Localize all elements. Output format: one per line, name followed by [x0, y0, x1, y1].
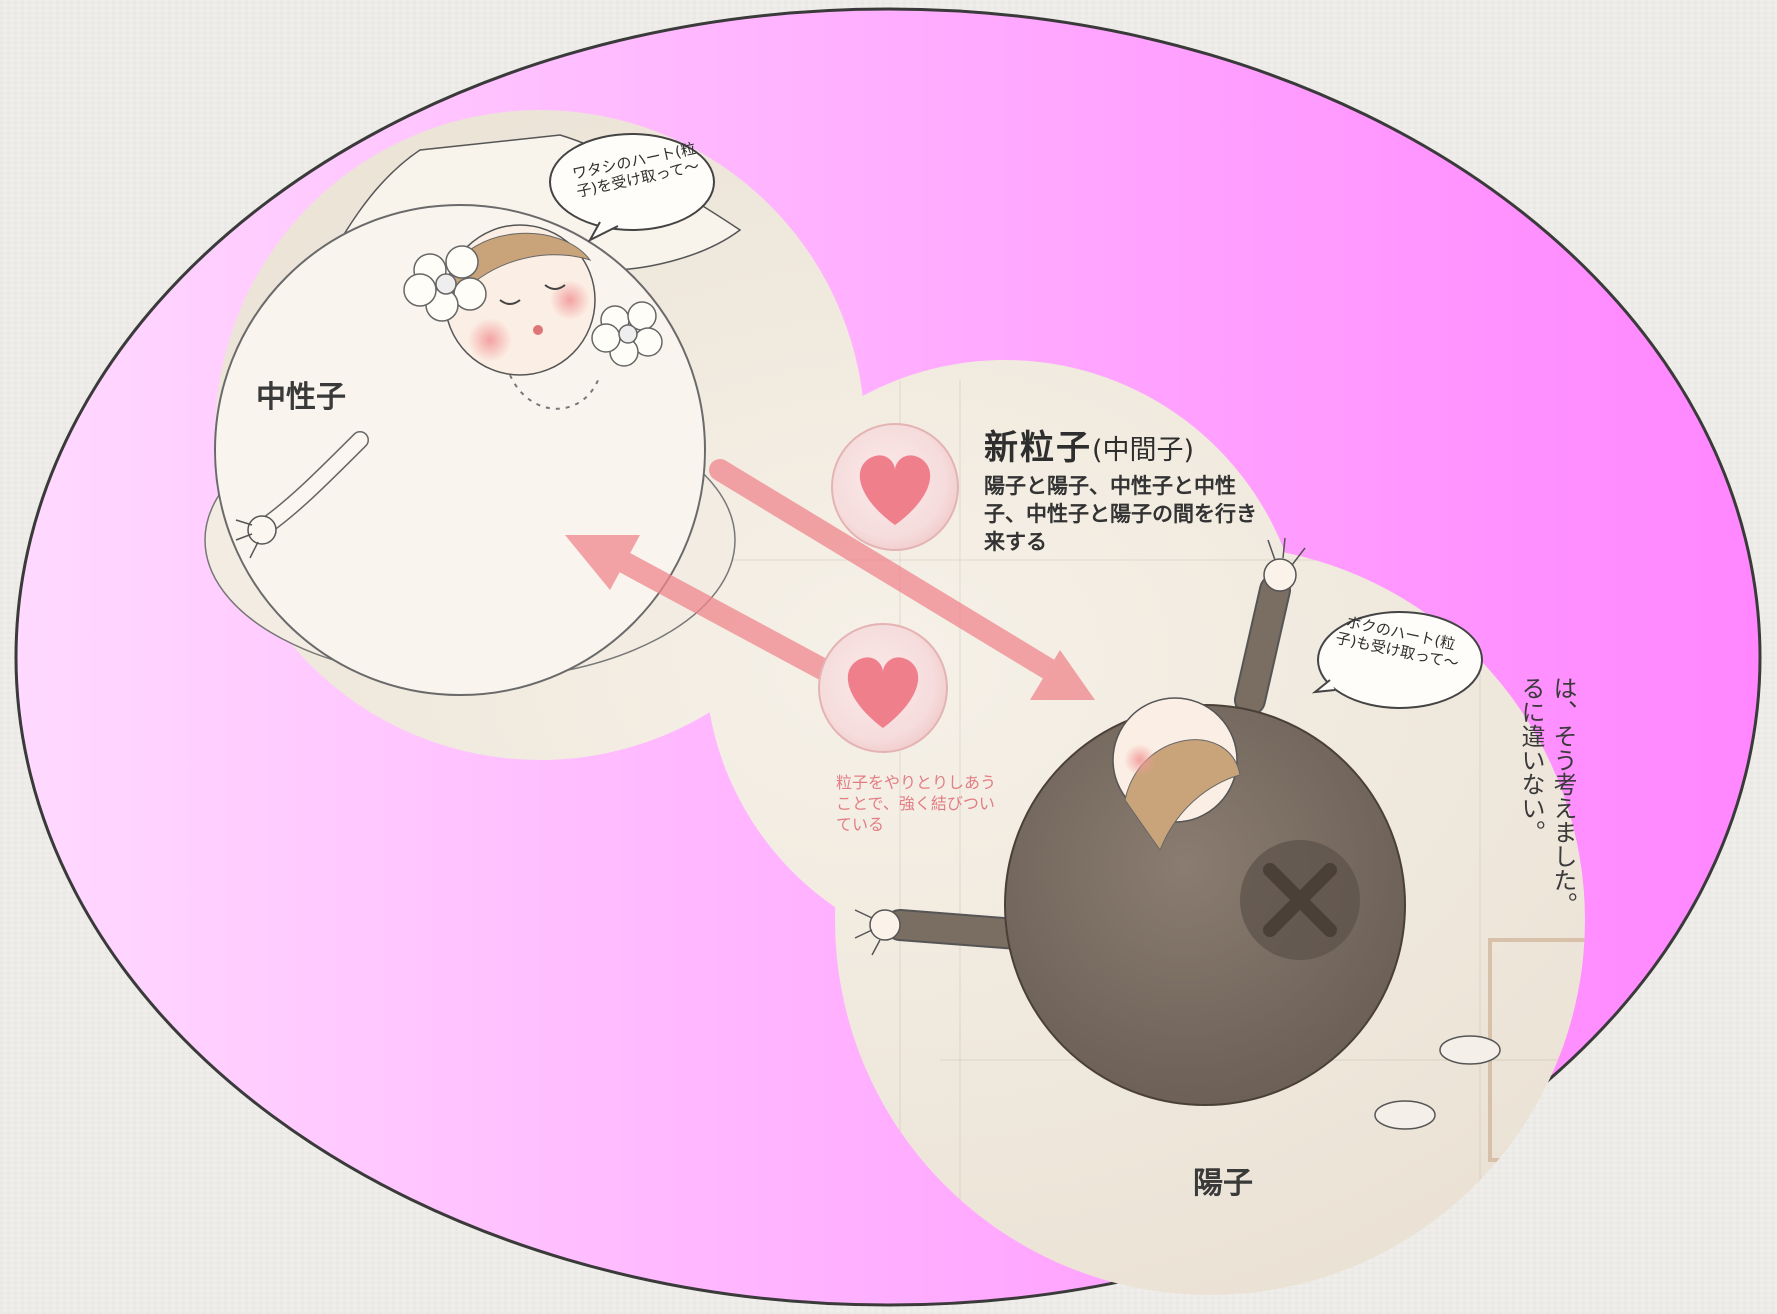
heart-icon — [819, 624, 947, 752]
article-column: るに違いない。 — [1516, 676, 1546, 844]
article-column: は、そう考えました。 — [1548, 676, 1578, 916]
heart-icon — [832, 424, 958, 550]
new-particle-heading: 新粒子(中間子) — [984, 420, 1194, 469]
new-particle-description: 陽子と陽子、中性子と中性子、中性子と陽子の間を行き来する — [984, 472, 1274, 556]
proton-label: 陽子 — [1193, 1158, 1253, 1202]
neutron-label: 中性子 — [256, 372, 346, 416]
new-particle-title: 新粒子 — [984, 428, 1092, 468]
new-particle-subtitle: (中間子) — [1092, 435, 1194, 466]
exchange-note: 粒子をやりとりしあうことで、強く結びついている — [836, 772, 996, 835]
